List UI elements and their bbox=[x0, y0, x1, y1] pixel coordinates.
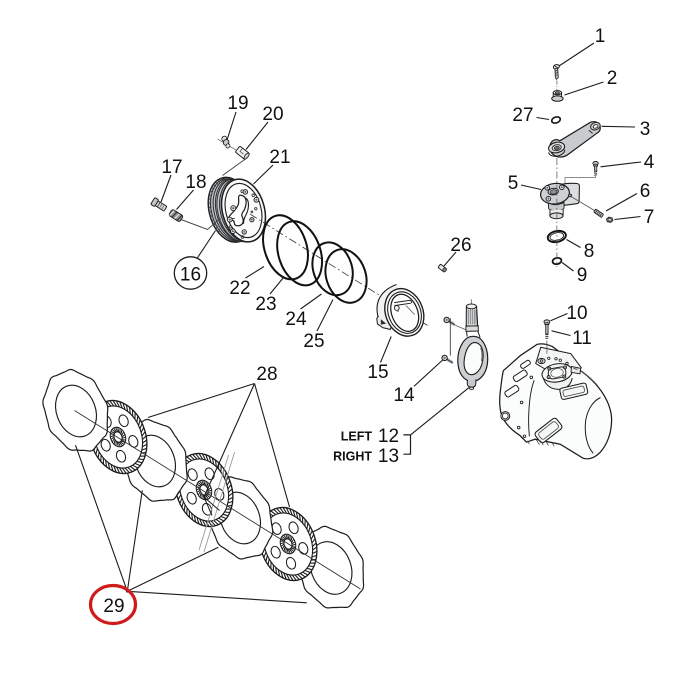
svg-text:5: 5 bbox=[508, 173, 519, 194]
svg-text:10: 10 bbox=[566, 303, 587, 324]
svg-text:15: 15 bbox=[367, 362, 388, 383]
svg-text:28: 28 bbox=[256, 364, 277, 385]
svg-text:18: 18 bbox=[185, 172, 206, 193]
svg-text:14: 14 bbox=[393, 385, 415, 406]
svg-text:6: 6 bbox=[640, 181, 651, 202]
svg-text:4: 4 bbox=[644, 152, 655, 173]
svg-text:19: 19 bbox=[227, 93, 248, 114]
svg-text:2: 2 bbox=[607, 68, 618, 89]
svg-text:24: 24 bbox=[285, 309, 307, 330]
svg-text:26: 26 bbox=[450, 235, 471, 256]
svg-text:20: 20 bbox=[262, 104, 283, 125]
svg-text:17: 17 bbox=[161, 157, 182, 178]
svg-text:7: 7 bbox=[644, 207, 655, 228]
svg-text:LEFT: LEFT bbox=[341, 430, 373, 444]
svg-text:25: 25 bbox=[303, 331, 324, 352]
svg-text:16: 16 bbox=[180, 264, 201, 285]
svg-text:23: 23 bbox=[255, 294, 276, 315]
svg-text:11: 11 bbox=[572, 328, 592, 349]
svg-text:12: 12 bbox=[378, 426, 399, 447]
svg-text:RIGHT: RIGHT bbox=[333, 450, 372, 464]
svg-text:3: 3 bbox=[640, 119, 651, 140]
svg-text:22: 22 bbox=[229, 278, 250, 299]
svg-text:8: 8 bbox=[584, 241, 595, 262]
svg-text:13: 13 bbox=[378, 446, 399, 467]
svg-text:1: 1 bbox=[595, 26, 606, 47]
svg-text:21: 21 bbox=[269, 147, 290, 168]
svg-text:9: 9 bbox=[577, 265, 588, 286]
svg-text:27: 27 bbox=[512, 105, 533, 126]
svg-text:29: 29 bbox=[103, 596, 124, 617]
